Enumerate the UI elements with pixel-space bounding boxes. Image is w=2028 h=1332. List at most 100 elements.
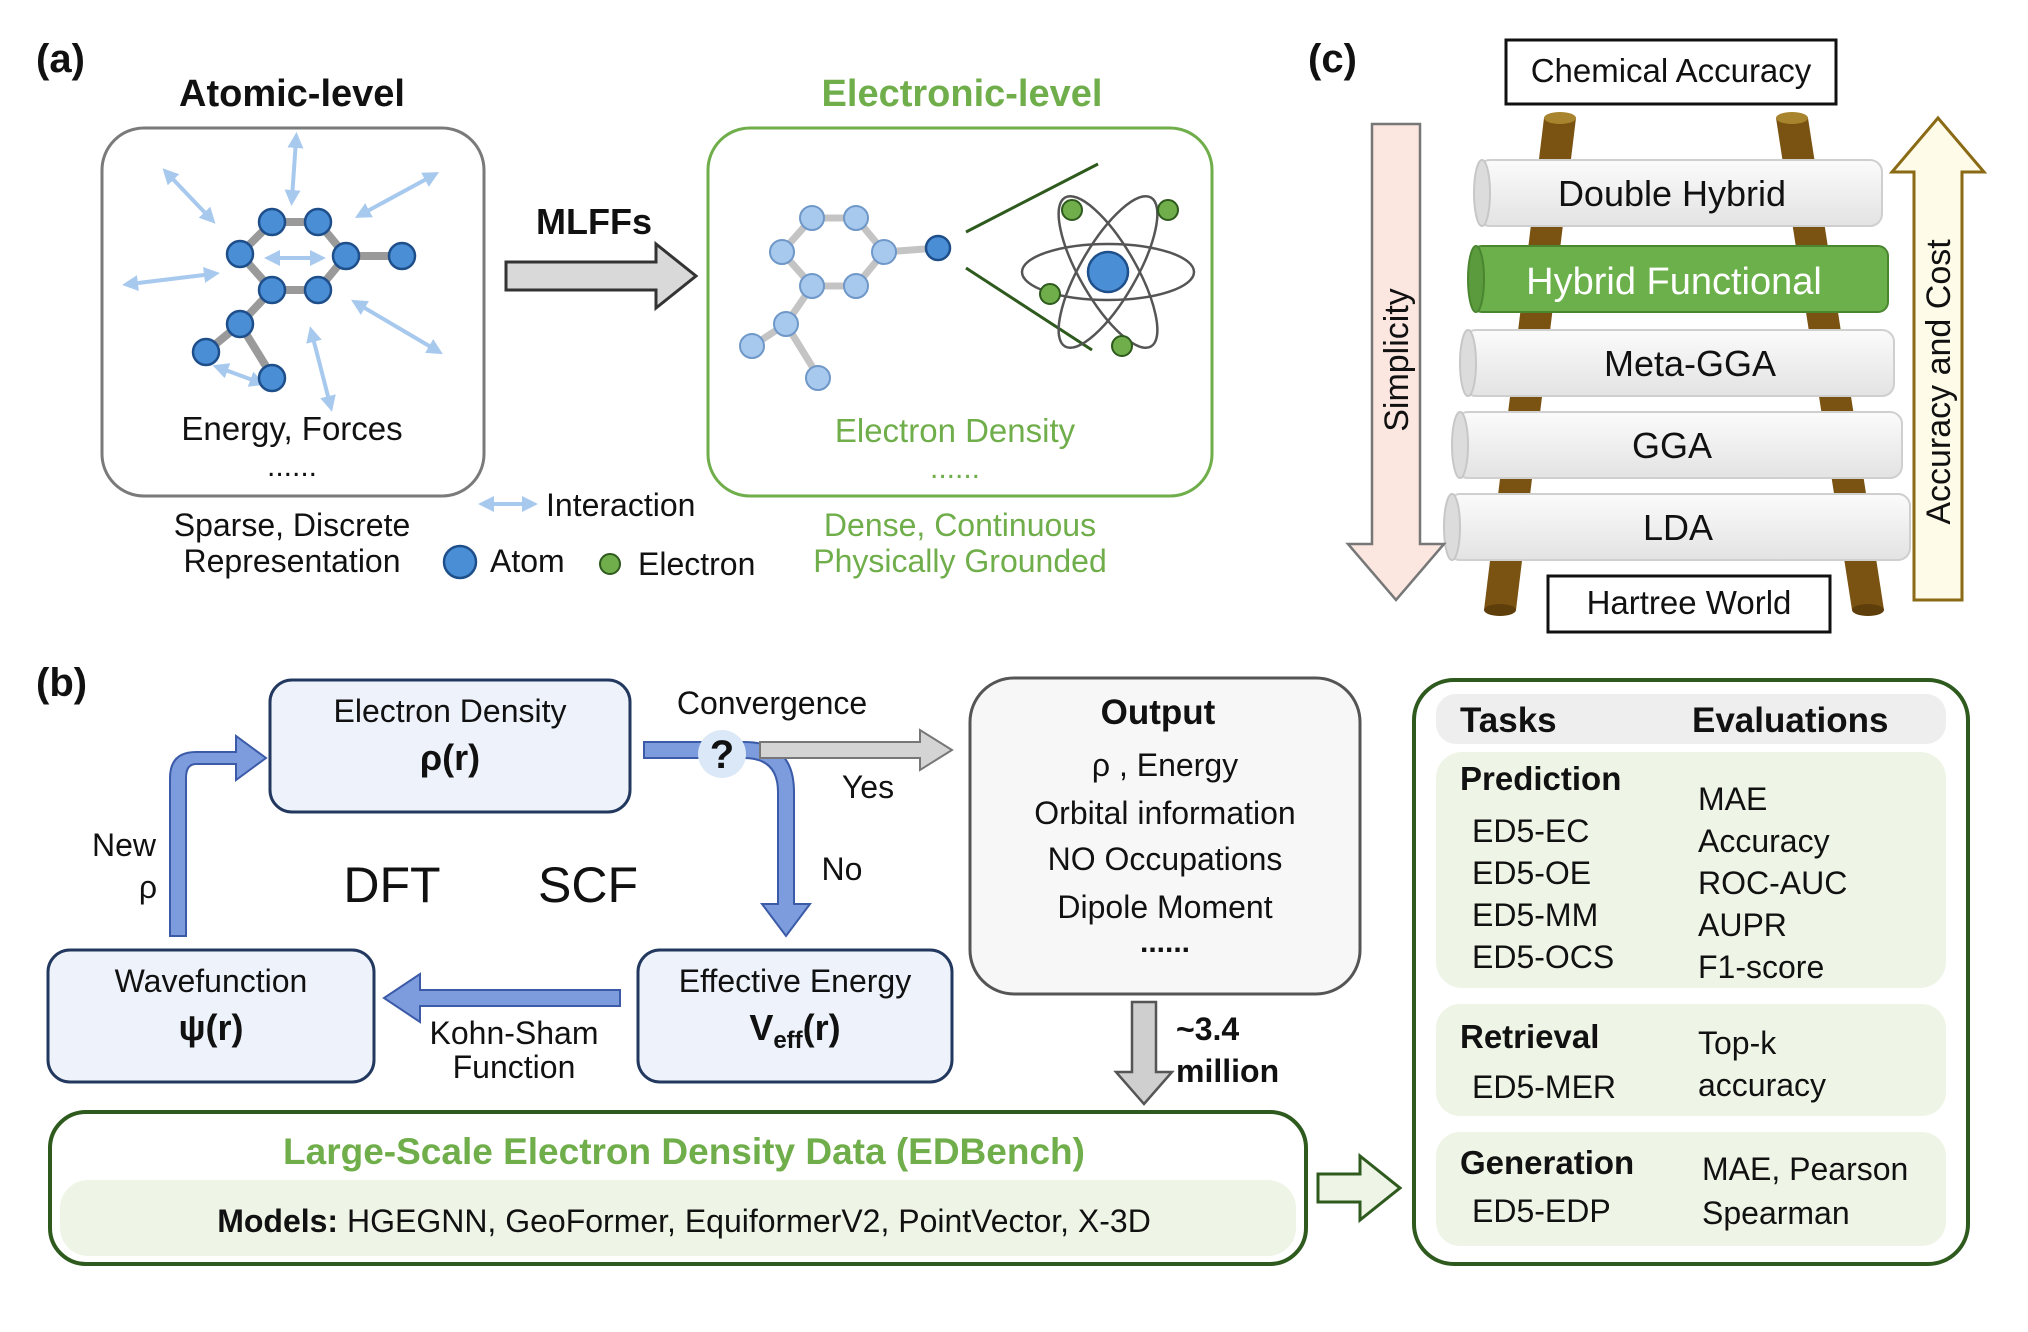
atomic-dots: ...... (267, 450, 317, 483)
effective-energy-title: Effective Energy (679, 963, 911, 999)
electron-legend-icon (599, 553, 621, 575)
panel-b-label: (b) (36, 661, 87, 705)
wavefunction-box (46, 948, 376, 1084)
yes-label: Yes (842, 769, 894, 805)
evaluation-item: MAE, Pearson (1702, 1151, 1908, 1187)
mlffs-arrow (504, 240, 699, 312)
atomic-level-title: Atomic-level (179, 73, 405, 115)
chemical-accuracy-box (1504, 38, 1838, 106)
panel-c-label: (c) (1308, 37, 1357, 81)
evaluation-item: F1-score (1698, 949, 1824, 985)
panel-c: (c) Chemical Accuracy Double Hybrid Hybr… (1308, 37, 1988, 634)
electronic-level-title: Electronic-level (822, 73, 1103, 115)
wavefunction-formula: ψ(r) (178, 1007, 243, 1048)
output-line: Dipole Moment (1057, 889, 1272, 925)
output-line: NO Occupations (1048, 841, 1283, 877)
generation-group (1436, 1132, 1946, 1246)
dft-label: DFT (343, 857, 440, 913)
zoom-line-top (965, 162, 1099, 234)
output-line: ρ , Energy (1092, 747, 1238, 783)
yes-branch-arrow (759, 728, 954, 772)
rung-lda: LDA (1443, 493, 1911, 561)
rung-double-hybrid: Double Hybrid (1473, 159, 1883, 227)
task-item: ED5-MM (1472, 897, 1598, 933)
mlffs-label: MLFFs (536, 201, 652, 242)
kohn-sham-label-line-1: Kohn-Sham (430, 1015, 599, 1051)
simplicity-label: Simplicity (1378, 288, 1416, 432)
effective-energy-box (636, 948, 954, 1084)
hartree-world-label: Hartree World (1587, 584, 1792, 621)
evaluation-item: MAE (1698, 781, 1767, 817)
edbench-title: Large-Scale Electron Density Data (EDBen… (283, 1131, 1085, 1172)
panel-b: (b) Electron Density ρ(r) Wavefunction ψ… (36, 661, 1970, 1266)
evaluation-item: Spearman (1702, 1195, 1850, 1231)
atomic-desc-line-2: Representation (183, 543, 400, 579)
evaluation-item: AUPR (1698, 907, 1787, 943)
header-tasks: Tasks (1460, 701, 1557, 740)
rung-gga: GGA (1451, 411, 1903, 479)
rung-label: GGA (1632, 425, 1712, 466)
data-volume-line-1: ~3.4 (1176, 1011, 1239, 1047)
evaluation-item: Accuracy (1698, 823, 1830, 859)
task-item: ED5-MER (1472, 1069, 1616, 1105)
edbench-models-band (60, 1180, 1296, 1256)
evaluation-item: ROC-AUC (1698, 865, 1847, 901)
rung-meta-gga: Meta-GGA (1459, 329, 1895, 397)
wavefunction-title: Wavefunction (115, 963, 308, 999)
electron-density-formula: ρ(r) (420, 737, 480, 778)
group-name-generation: Generation (1460, 1144, 1634, 1181)
output-line: ...... (1140, 926, 1190, 959)
electron-density-box (268, 678, 632, 814)
rung-label: Double Hybrid (1558, 173, 1786, 214)
output-title: Output (1101, 693, 1216, 732)
rung-label: Hybrid Functional (1526, 261, 1822, 303)
evaluation-item: Top-k (1698, 1025, 1777, 1061)
new-rho-label-line-2: ρ (139, 869, 157, 905)
task-item: ED5-OCS (1472, 939, 1614, 975)
header-evaluations: Evaluations (1692, 701, 1888, 740)
atomic-desc-line-1: Sparse, Discrete (174, 507, 411, 543)
tasks-table-header (1436, 694, 1946, 744)
output-line: Orbital information (1034, 795, 1295, 831)
legend-electron: Electron (638, 546, 755, 582)
molecule-with-interactions (122, 132, 443, 412)
electron-density-title: Electron Density (334, 693, 567, 729)
accuracy-cost-label: Accuracy and Cost (1920, 239, 1958, 525)
panel-a: (a) Atomic-level Electronic-level (36, 37, 1214, 582)
panel-a-legend: Interaction Atom Electron (442, 487, 755, 582)
kohn-sham-label-line-2: Function (453, 1049, 576, 1085)
rung-label: Meta-GGA (1604, 343, 1776, 384)
effective-energy-formula: Veff(r) (749, 1007, 840, 1054)
convergence-question-mark: ? (710, 733, 734, 777)
task-item: ED5-EC (1472, 813, 1589, 849)
atom-legend-icon (442, 544, 478, 580)
legend-atom: Atom (490, 543, 565, 579)
task-item: ED5-EDP (1472, 1193, 1611, 1229)
electronic-desc-line-2: Physically Grounded (813, 543, 1106, 579)
chemical-accuracy-label: Chemical Accuracy (1531, 52, 1812, 89)
no-label: No (822, 851, 863, 887)
simplicity-arrow (1345, 122, 1447, 602)
convergence-label: Convergence (677, 685, 867, 721)
kohn-sham-arrow (382, 972, 621, 1024)
rung-label: LDA (1643, 507, 1713, 548)
edbench-to-tasks-arrow (1316, 1152, 1403, 1224)
zoom-line-bottom (965, 266, 1093, 352)
new-rho-label-line-1: New (92, 827, 157, 863)
data-volume-arrow (1113, 1000, 1175, 1106)
task-item: ED5-OE (1472, 855, 1591, 891)
group-name-prediction: Prediction (1460, 760, 1621, 797)
edbench-models: Models: HGEGNN, GeoFormer, EquiformerV2,… (217, 1203, 1151, 1239)
output-box (968, 676, 1362, 996)
electronic-desc-line-1: Dense, Continuous (824, 507, 1096, 543)
data-volume-line-2: million (1176, 1053, 1279, 1089)
atomic-caption: Energy, Forces (181, 410, 402, 447)
tasks-evaluations-table: Tasks Evaluations Prediction ED5-EC ED5-… (1412, 678, 1970, 1266)
evaluation-item: accuracy (1698, 1067, 1826, 1103)
retrieval-group (1436, 1004, 1946, 1116)
molecule-light (739, 205, 952, 391)
hartree-world-box (1546, 574, 1832, 634)
accuracy-cost-arrow (1888, 115, 1988, 602)
panel-a-label: (a) (36, 37, 85, 81)
